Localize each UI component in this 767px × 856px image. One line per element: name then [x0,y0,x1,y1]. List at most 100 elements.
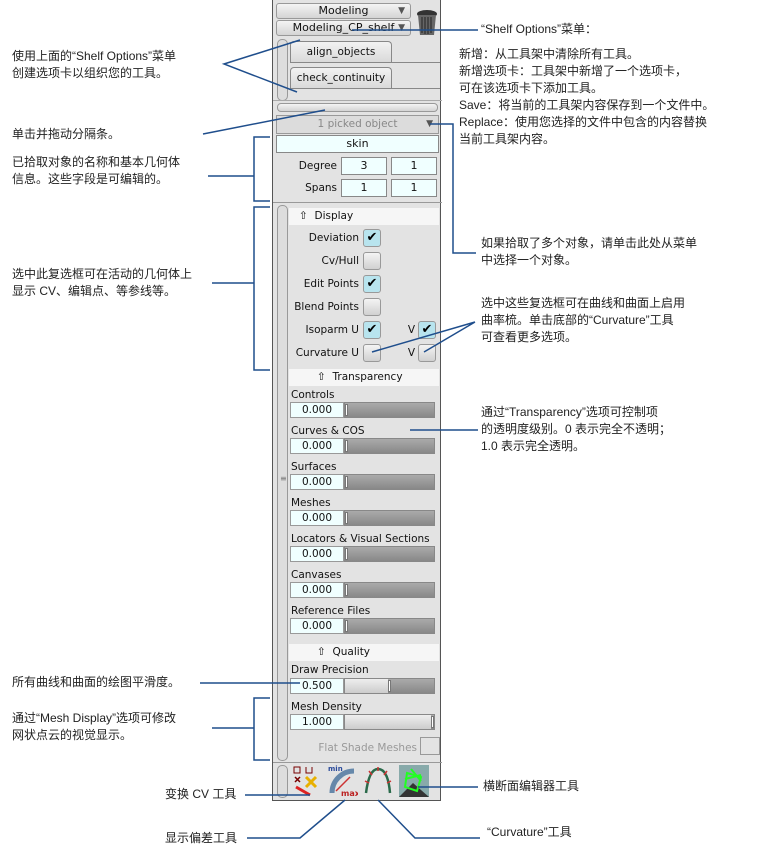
note-line: 选中这些复选框可在曲线和曲面上启用 [481,296,686,310]
quality-section-header[interactable]: ⇧ Quality [289,644,439,661]
display-section-header[interactable]: ⇧ Display [289,208,439,225]
slider-handle[interactable] [345,620,348,632]
curvature-tool-icon[interactable] [363,765,393,797]
curvature-tool-label: “Curvature”工具 [487,825,572,839]
flat-shade-meshes-label: Flat Shade Meshes [318,742,417,754]
v-label: V [407,324,415,336]
note-line: 选中此复选框可在活动的几何体上 [12,267,193,281]
transparency-field[interactable]: 0.000 [290,402,344,418]
slider-handle[interactable] [345,476,348,488]
transparency-field[interactable]: 0.000 [290,582,344,598]
transparency-field[interactable]: 0.000 [290,474,344,490]
note-line: 网状点云的视觉显示。 [12,728,133,742]
display-row-label: Deviation [308,232,359,244]
shelf-set-dropdown[interactable]: Modeling_CP_shelf▼ [276,20,411,36]
note-line: 曲率梳。单击底部的“Curvature”工具 [481,313,674,327]
display-checkbox[interactable]: ✔ [363,275,381,293]
slider-handle[interactable] [345,548,348,560]
trash-icon[interactable] [415,9,439,37]
slider-handle[interactable] [345,584,348,596]
display-row-label: Isoparm U [305,324,359,336]
panel-scrollbar[interactable]: ≡ [277,205,288,761]
slider-handle[interactable] [345,440,348,452]
mesh-density-field[interactable]: 1.000 [290,714,344,730]
transparency-slider[interactable] [344,402,435,418]
display-row-label: Edit Points [303,278,359,290]
note-line: 通过“Mesh Display”选项可修改 [12,711,177,725]
object-name-field[interactable]: skin [276,135,439,153]
degree-v-field[interactable]: 1 [391,157,437,175]
collapse-icon: ⇧ [317,646,326,658]
mesh-display-note: 通过“Mesh Display”选项可修改 网状点云的视觉显示。 [12,710,176,744]
note-line: 使用上面的“Shelf Options”菜单 [12,49,177,63]
display-checkbox[interactable]: ✔ [363,321,381,339]
mesh-density-slider[interactable] [344,714,435,730]
mesh-density-label: Mesh Density [291,701,362,713]
transparency-label: Curves & COS [291,425,365,437]
slider-handle[interactable] [388,680,391,692]
desc-line: 新增：从工具架中清除所有工具。 [459,47,640,61]
picked-object-label: 1 picked object [317,118,398,130]
display-checkbox[interactable]: ✔ [363,229,381,247]
transparency-field[interactable]: 0.000 [290,546,344,562]
display-checkbox[interactable] [363,252,381,270]
display-v-checkbox[interactable]: ✔ [418,321,436,339]
display-v-checkbox[interactable] [418,344,436,362]
shelf-set-label: Modeling_CP_shelf [292,21,395,34]
max-text: max [341,789,358,797]
slider-handle[interactable] [345,512,348,524]
transparency-slider[interactable] [344,474,435,490]
display-checkbox[interactable] [363,344,381,362]
transparency-slider[interactable] [344,438,435,454]
deviation-tool-icon[interactable]: min max [328,765,358,797]
transparency-label: Controls [291,389,335,401]
tab-align-objects[interactable]: align_objects [290,41,392,63]
transform-cv-tool-icon[interactable] [292,765,322,797]
slider-handle[interactable] [431,716,434,728]
cross-section-tool-label: 横断面编辑器工具 [483,779,580,793]
desc-line: Save：将当前的工具架内容保存到一个文件中。 [459,98,715,112]
note-line: 创建选项卡以组织您的工具。 [12,66,169,80]
picked-info-note: 已拾取对象的名称和基本几何体 信息。这些字段是可编辑的。 [12,154,180,188]
desc-line: 当前工具架内容。 [459,132,556,146]
spans-label: Spans [305,182,337,194]
draw-precision-field[interactable]: 0.500 [290,678,344,694]
degree-u-field[interactable]: 3 [341,157,387,175]
display-title: Display [314,210,354,222]
quality-title: Quality [332,646,371,658]
picked-object-dropdown[interactable]: 1 picked object ▼ [276,115,439,134]
note-line: 信息。这些字段是可编辑的。 [12,172,169,186]
transparency-slider[interactable] [344,582,435,598]
display-checkbox[interactable] [363,298,381,316]
spans-v-field[interactable]: 1 [391,179,437,197]
draw-smoothness-note: 所有曲线和曲面的绘图平滑度。 [12,675,181,689]
chevron-down-icon: ▼ [426,119,433,129]
transparency-slider[interactable] [344,618,435,634]
desc-line: 可在该选项卡下添加工具。 [459,81,604,95]
transparency-label: Locators & Visual Sections [291,533,430,545]
tab-check-continuity[interactable]: check_continuity [290,67,392,89]
chevron-down-icon: ▼ [398,6,405,16]
use-shelf-options-note: 使用上面的“Shelf Options”菜单 创建选项卡以组织您的工具。 [12,48,176,82]
transparency-field[interactable]: 0.000 [290,618,344,634]
cross-section-editor-tool-icon[interactable] [399,765,429,797]
slider-handle[interactable] [345,404,348,416]
min-text: min [328,765,343,773]
deviation-tool-label: 显示偏差工具 [165,831,238,845]
transparency-slider[interactable] [344,510,435,526]
flat-shade-meshes-checkbox[interactable] [420,737,440,755]
transparency-field[interactable]: 0.000 [290,438,344,454]
transparency-slider[interactable] [344,546,435,562]
transparency-field[interactable]: 0.000 [290,510,344,526]
draw-precision-slider[interactable] [344,678,435,694]
toolbar-handle[interactable] [277,765,288,798]
transparency-label: Meshes [291,497,331,509]
display-checkboxes-note: 选中此复选框可在活动的几何体上 显示 CV、编辑点、等参线等。 [12,266,192,300]
shelf-scroll-handle[interactable] [277,39,288,101]
divider-bar[interactable] [277,103,438,112]
spans-u-field[interactable]: 1 [341,179,387,197]
transparency-section-header[interactable]: ⇧ Transparency [289,369,439,386]
chevron-down-icon: ▼ [398,23,405,33]
shelf-dropdown[interactable]: Modeling▼ [276,3,411,19]
shelf-options-desc: 新增：从工具架中清除所有工具。 新增选项卡：工具架中新增了一个选项卡， 可在该选… [459,46,714,148]
